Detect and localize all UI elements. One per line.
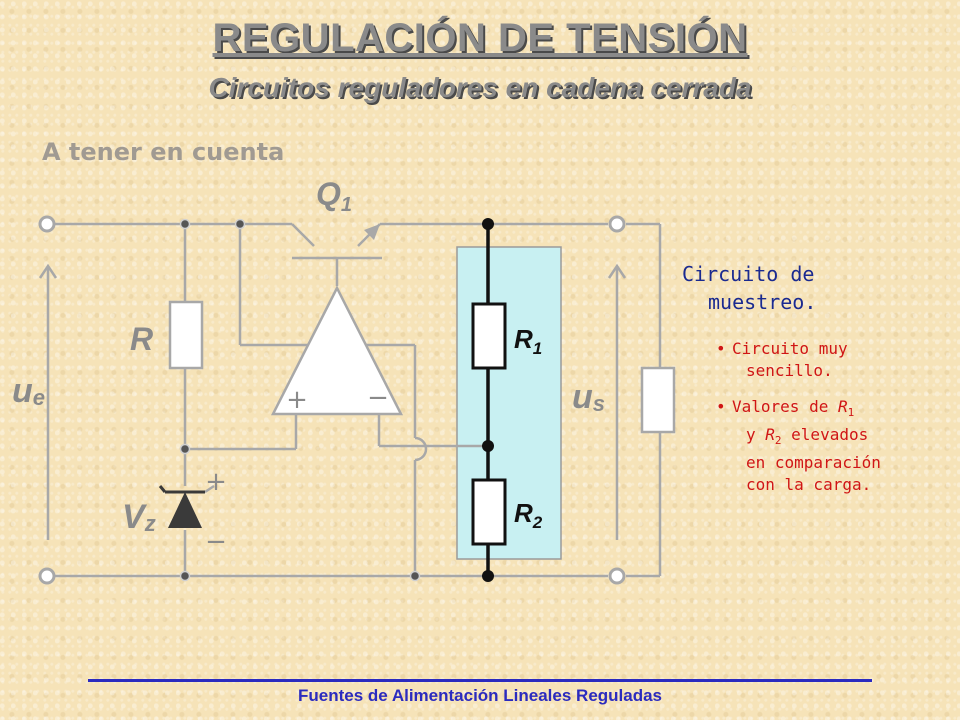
footer-divider bbox=[88, 679, 872, 682]
resistor-r2-symbol bbox=[471, 478, 507, 546]
section-heading: A tener en cuenta bbox=[42, 138, 285, 166]
info-bullet-2: Valores de R1 y R2 elevados en comparaci… bbox=[716, 396, 956, 496]
terminals bbox=[38, 215, 626, 585]
opamp-plus-sign: + bbox=[286, 385, 308, 415]
node-divider-bottom bbox=[482, 570, 494, 582]
gray-nodes bbox=[179, 218, 421, 582]
output-terminal-top bbox=[608, 215, 626, 233]
label-q1: Q1 bbox=[316, 176, 352, 216]
page-title: REGULACIÓN DE TENSIÓN bbox=[212, 16, 748, 60]
bullet1-line2: sencillo. bbox=[746, 361, 833, 380]
node-divider-top bbox=[482, 218, 494, 230]
label-vz: Vz bbox=[122, 498, 156, 536]
info-bullet-1: Circuito muy sencillo. bbox=[716, 338, 956, 382]
input-terminal-top bbox=[38, 215, 56, 233]
label-r: R bbox=[130, 321, 153, 357]
zener-plus-sign: + bbox=[205, 467, 227, 497]
bullet2-line4: con la carga. bbox=[746, 475, 872, 495]
info-title-line2: muestreo. bbox=[708, 290, 817, 314]
label-us: us bbox=[572, 378, 605, 416]
input-terminal-bottom bbox=[38, 567, 56, 585]
resistor-r1-symbol bbox=[471, 302, 507, 370]
opamp-symbol bbox=[270, 285, 404, 416]
label-r1: R1 bbox=[514, 324, 542, 358]
zener-minus-sign: − bbox=[205, 527, 227, 557]
zener-bar-tail-left bbox=[158, 485, 167, 493]
transistor-emitter-arrow bbox=[364, 224, 380, 240]
label-r2: R2 bbox=[514, 498, 543, 532]
info-bullet-list: Circuito muy sencillo. Valores de R1 y R… bbox=[716, 338, 956, 496]
info-title-line1: Circuito de bbox=[682, 262, 815, 286]
circuit-wires bbox=[38, 222, 662, 578]
node-r-top bbox=[179, 218, 191, 230]
node-divider-mid bbox=[482, 440, 494, 452]
node-supply bbox=[234, 218, 246, 230]
load-resistor-symbol bbox=[640, 366, 676, 434]
node-zener-bottom bbox=[179, 570, 191, 582]
resistor-r-symbol bbox=[168, 300, 204, 370]
zener-diode-symbol bbox=[168, 492, 202, 528]
bullet2-line2: y R2 elevados bbox=[746, 425, 869, 448]
footer-text: Fuentes de Alimentación Lineales Regulad… bbox=[297, 686, 663, 705]
opamp-minus-sign: − bbox=[367, 383, 389, 413]
bullet1-line1: Circuito muy bbox=[732, 339, 848, 358]
node-ref bbox=[179, 443, 191, 455]
info-title: Circuito de muestreo. bbox=[682, 260, 816, 316]
wire-crossing-hop bbox=[414, 436, 428, 462]
bullet2-line3: en comparación bbox=[746, 453, 881, 473]
label-ue: ue bbox=[12, 372, 45, 410]
bullet2-line1: Valores de R1 bbox=[732, 397, 855, 420]
output-terminal-bottom bbox=[608, 567, 626, 585]
node-opamp-ground bbox=[409, 570, 421, 582]
page-subtitle: Circuitos reguladores en cadena cerrada bbox=[208, 72, 752, 103]
dark-nodes bbox=[482, 218, 494, 582]
